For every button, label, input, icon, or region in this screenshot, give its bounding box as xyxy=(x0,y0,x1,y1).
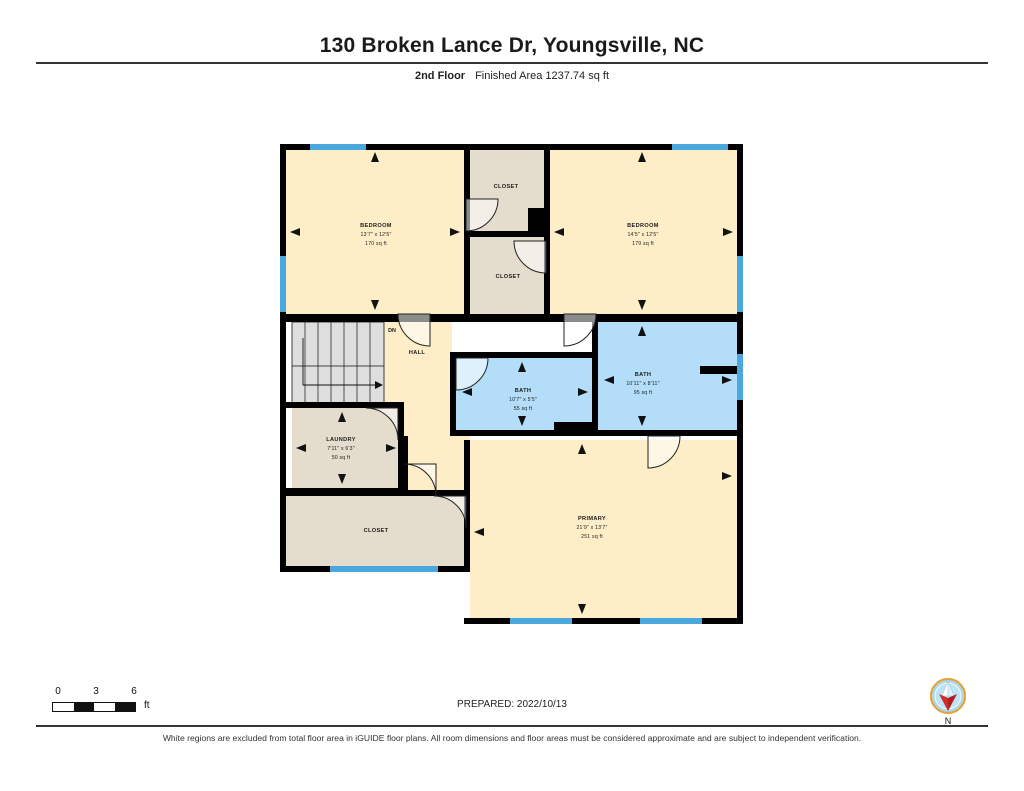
title-divider xyxy=(36,62,988,64)
room-fill-primary[interactable] xyxy=(470,440,737,624)
room-dims-laundry: 7'11" x 6'3" xyxy=(327,446,355,452)
room-dims-bath-large: 10'11" x 8'11" xyxy=(626,381,659,387)
staircase[interactable]: DN xyxy=(291,321,396,405)
window xyxy=(330,566,438,572)
scale-tick-labels: 0 3 6 xyxy=(52,686,142,700)
room-area-primary: 251 sq ft xyxy=(581,534,603,540)
window xyxy=(640,618,702,624)
room-labels: BEDROOM 13'7" x 12'5" 170 sq ft BEDROOM … xyxy=(326,184,659,540)
window xyxy=(737,354,743,400)
room-fill-bath-large[interactable] xyxy=(598,322,737,434)
floorplan-svg[interactable]: DN xyxy=(0,96,1024,656)
room-fill-laundry[interactable] xyxy=(292,408,402,490)
room-fill-bedroom-left[interactable] xyxy=(286,150,464,318)
window xyxy=(510,618,572,624)
scale-tick-label: 3 xyxy=(93,686,99,697)
room-fill-bath-small[interactable] xyxy=(456,358,592,434)
page-title: 130 Broken Lance Dr, Youngsville, NC xyxy=(319,34,705,57)
room-name-primary: PRIMARY xyxy=(578,516,606,522)
room-area-bedroom-right: 179 sq ft xyxy=(632,241,654,247)
doors xyxy=(365,198,681,529)
window xyxy=(310,144,366,150)
floor-summary: 2nd Floor Finished Area 1237.74 sq ft xyxy=(0,70,1024,82)
room-area-bath-small: 55 sq ft xyxy=(514,406,533,412)
window xyxy=(280,256,286,312)
dimension-arrows xyxy=(290,152,733,614)
compass-rose: N xyxy=(922,676,974,732)
room-area-bedroom-left: 170 sq ft xyxy=(365,241,387,247)
room-name-bedroom-left: BEDROOM xyxy=(360,223,392,229)
room-dims-bedroom-right: 14'5" x 12'5" xyxy=(627,232,658,238)
window xyxy=(672,144,728,150)
compass-north-label: N xyxy=(944,716,952,726)
footer: 0 3 6 ft PREPARED: 2022/10/13 White regi… xyxy=(0,666,1024,791)
prepared-date: PREPARED: 2022/10/13 xyxy=(457,699,567,710)
room-fill-bedroom-right[interactable] xyxy=(550,150,737,318)
room-dims-bath-small: 10'7" x 5'5" xyxy=(509,397,537,403)
room-name-bath-large: BATH xyxy=(635,372,652,378)
compass-icon xyxy=(929,677,967,715)
floor-label: 2nd Floor xyxy=(414,70,466,82)
floorplan-canvas: DN xyxy=(0,96,1024,666)
room-name-hall: HALL xyxy=(409,350,426,356)
finished-area-label: Finished Area 1237.74 sq ft xyxy=(475,70,610,82)
scale-bar-graphic xyxy=(52,702,136,712)
disclaimer: White regions are excluded from total fl… xyxy=(162,733,862,743)
room-name-closet-middle: CLOSET xyxy=(496,274,521,280)
room-name-laundry: LAUNDRY xyxy=(326,437,356,443)
room-name-bath-small: BATH xyxy=(515,388,532,394)
scale-unit-label: ft xyxy=(144,700,150,711)
room-name-closet-lower: CLOSET xyxy=(364,528,389,534)
room-area-bath-large: 95 sq ft xyxy=(634,390,653,396)
room-name-bedroom-right: BEDROOM xyxy=(627,223,659,229)
scale-tick-label: 6 xyxy=(131,686,137,697)
stair-direction-label: DN xyxy=(388,328,396,334)
room-dims-primary: 21'9" x 13'7" xyxy=(576,525,607,531)
windows xyxy=(280,144,743,624)
room-area-laundry: 50 sq ft xyxy=(332,455,351,461)
scale-tick-label: 0 xyxy=(55,686,61,697)
header: 130 Broken Lance Dr, Youngsville, NC 2nd… xyxy=(0,0,1024,82)
room-fill-closet-lower[interactable] xyxy=(286,496,466,568)
window xyxy=(737,256,743,312)
scale-bar: 0 3 6 ft xyxy=(52,686,150,712)
room-dims-bedroom-left: 13'7" x 12'5" xyxy=(360,232,391,238)
room-name-closet-upper: CLOSET xyxy=(494,184,519,190)
footer-divider xyxy=(36,725,988,727)
